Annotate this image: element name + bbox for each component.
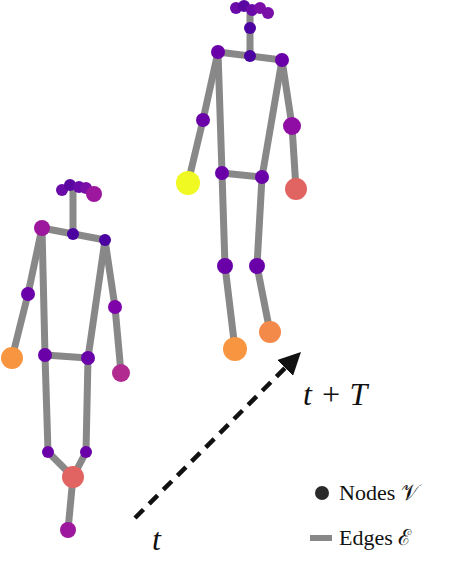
skeleton-t-joints: [1, 179, 130, 538]
time-arrow: [135, 360, 293, 518]
legend-text: Nodes 𝒱: [339, 482, 419, 504]
legend-edge-symbol: [310, 535, 332, 541]
time-label: t: [152, 523, 161, 555]
skeleton-t-plus-T-joints: [176, 0, 307, 361]
legend-node-symbol: [315, 486, 329, 500]
time-label: t + T: [303, 378, 367, 410]
legend-text: Edges ℰ: [339, 527, 411, 549]
skeleton-t: [12, 190, 121, 530]
skeleton-t-plus-T: [188, 14, 296, 349]
